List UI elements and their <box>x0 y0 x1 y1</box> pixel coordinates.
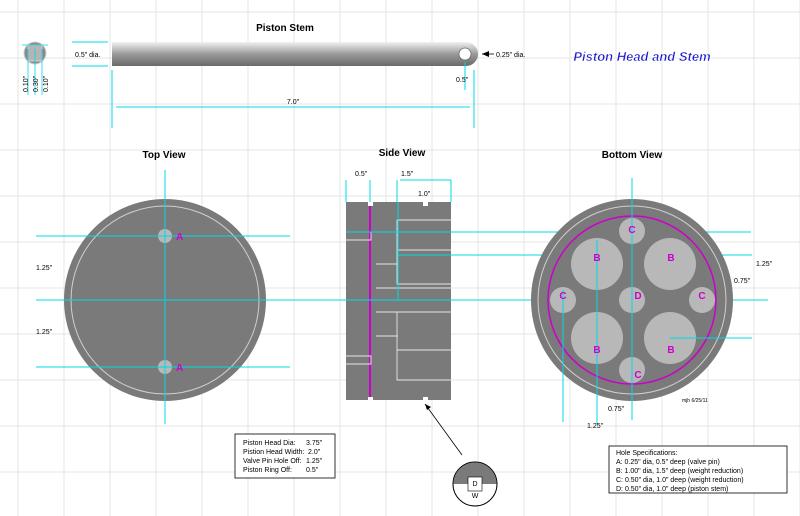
side-view-title: Side View <box>379 148 426 159</box>
arrow-icon <box>425 404 431 410</box>
hole-spec-row-a: A: 0.25" dia, 0.5" deep (valve pin) <box>616 459 720 466</box>
dims-row-1-value: 3.75" <box>306 440 323 447</box>
bottom-dim-bottom-2: 1.25" <box>587 423 604 430</box>
hole-specs-frame <box>608 445 788 494</box>
ring-groove-notch <box>368 397 373 403</box>
dims-row-4-label: Piston Ring Off: <box>243 467 292 474</box>
side-dim-label-3: 1.0" <box>418 191 431 198</box>
stem-hole-dia-label: 0.25" dia. <box>496 52 525 59</box>
piston-stem-view: Piston Stem 0.10" 0.30" 0.10" 0.5" dia. … <box>22 23 525 128</box>
dims-row-2-value: 2.0" <box>308 449 321 456</box>
stem-hole-offset-label: 0.5" <box>456 77 469 84</box>
stem-rounded-end <box>466 42 478 66</box>
dims-row-2-label: Pistion Head Width: <box>243 449 305 456</box>
bottom-dim-right-mid: 0.75" <box>734 278 751 285</box>
top-view: Top View A A 1.25" 1.25" <box>36 150 336 424</box>
dims-row-4-value: 0.5" <box>306 467 319 474</box>
stem-end-dim-2: 0.30" <box>33 75 40 92</box>
bottom-hole-label-b4: B <box>667 345 674 356</box>
dims-row-3-label: Valve Pin Hole Off: <box>243 458 302 465</box>
hidden-hole-outlines <box>346 219 451 381</box>
hole-spec-row-d: D: 0.50" dia, 1.0" deep (piston stem) <box>616 486 728 493</box>
dimensions-box-frame <box>234 433 336 479</box>
hole-specs-box: Hole Specifications: A: 0.25" dia, 0.5" … <box>608 445 788 494</box>
bottom-view-title: Bottom View <box>602 150 663 161</box>
bottom-hole-label-d: D <box>634 291 641 302</box>
top-view-title: Top View <box>143 150 186 161</box>
detail-label-d: D <box>472 481 477 488</box>
hole-b <box>644 238 696 290</box>
stem-body <box>112 42 466 66</box>
top-dim-label-2: 1.25" <box>36 329 53 336</box>
dimensions-box: Piston Head Dia: 3.75" Pistion Head Widt… <box>234 433 336 479</box>
top-hole-label-a1: A <box>176 232 183 243</box>
document-title: Piston Head and Stem <box>573 49 711 64</box>
stem-slot-notch <box>423 397 428 403</box>
stem-dia-label: 0.5" dia. <box>75 52 101 59</box>
bottom-dim-bottom-1: 0.75" <box>608 406 625 413</box>
signature: mjh 6/25/11 <box>682 398 708 404</box>
detail-callout: D W <box>452 461 498 507</box>
stem-title: Piston Stem <box>256 23 314 34</box>
bottom-hole-label-c-top: C <box>628 225 635 236</box>
bottom-hole-label-b2: B <box>667 253 674 264</box>
stem-end-dim-3: 0.10" <box>43 75 50 92</box>
bottom-hole-label-b1: B <box>593 253 600 264</box>
detail-slot <box>467 476 483 492</box>
detail-part-fill <box>453 462 497 484</box>
dims-row-3-value: 1.25" <box>306 458 323 465</box>
bottom-hole-label-c-right: C <box>698 291 705 302</box>
side-dim-label-1: 0.5" <box>355 171 368 178</box>
side-view: Side View 0.5" 1.5" 1.0" <box>345 148 463 456</box>
side-dim-label-2: 1.5" <box>401 171 414 178</box>
dims-row-1-label: Piston Head Dia: <box>243 440 296 447</box>
bottom-dim-right-top: 1.25" <box>756 261 773 268</box>
detail-label-w: W <box>472 493 479 500</box>
bottom-view: Bottom View C B B C D C B B C 1.25" 0.75… <box>531 150 773 430</box>
bottom-hole-label-b3: B <box>593 345 600 356</box>
stem-length-label: 7.0" <box>287 99 300 106</box>
stem-end-dim-1: 0.10" <box>23 75 30 92</box>
hole-c <box>689 287 715 313</box>
top-dim-label-1: 1.25" <box>36 265 53 272</box>
hole-specs-title: Hole Specifications: <box>616 450 678 457</box>
hole-spec-row-b: B: 1.00" dia, 1.5" deep (weight reductio… <box>616 468 743 475</box>
leader-line <box>424 403 463 456</box>
stem-slot-notch <box>423 200 428 206</box>
bottom-hole-label-c-left: C <box>559 291 566 302</box>
ring-groove-notch <box>368 200 373 206</box>
bottom-hole-label-c-bottom: C <box>634 370 641 381</box>
hole-spec-row-c: C: 0.50" dia, 1.0" deep (weight reductio… <box>616 477 744 484</box>
top-hole-label-a2: A <box>176 363 183 374</box>
stem-pin-hole <box>458 47 472 61</box>
